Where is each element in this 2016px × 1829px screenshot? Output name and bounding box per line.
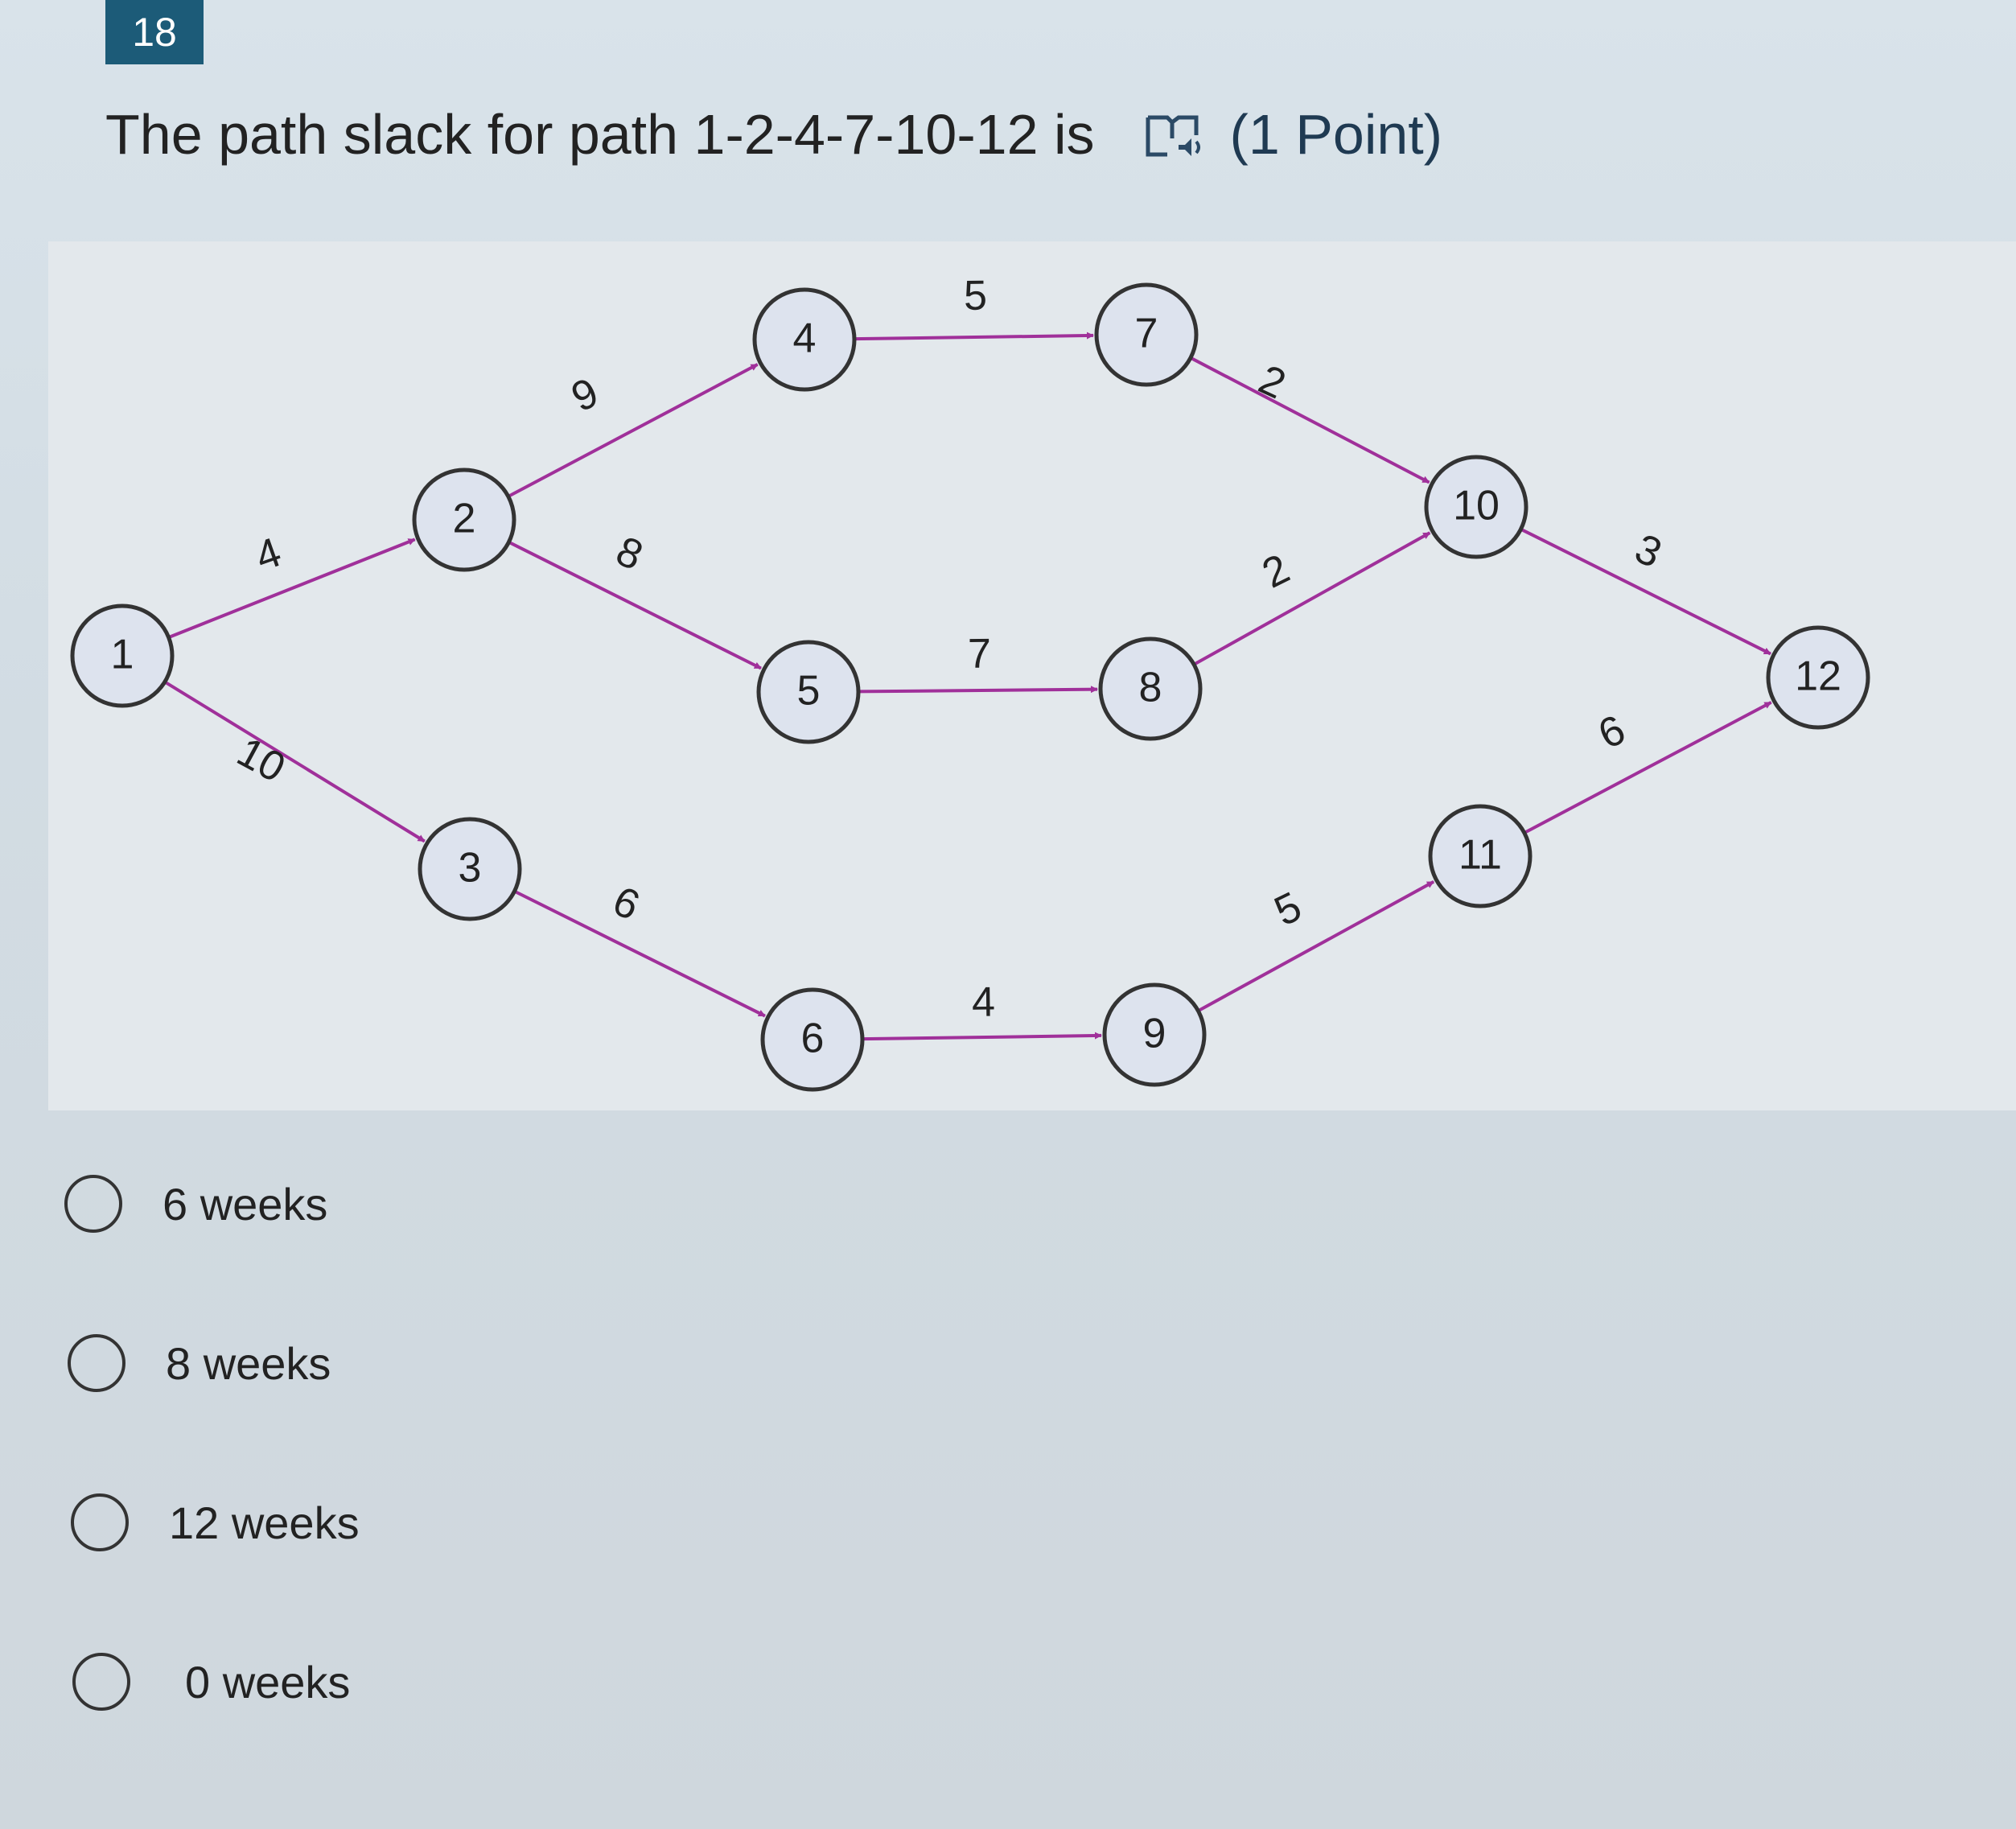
node-12	[1766, 625, 1870, 730]
node-label: 4	[793, 315, 817, 362]
question-title: The path slack for path 1-2-4-7-10-12 is…	[105, 90, 1442, 179]
question-text: The path slack for path 1-2-4-7-10-12 is	[105, 103, 1095, 166]
option-label: 12 weeks	[169, 1497, 360, 1548]
option-label: 6 weeks	[163, 1178, 328, 1230]
option-0[interactable]: 6 weeks	[64, 1175, 327, 1233]
node-label: 6	[801, 1015, 825, 1062]
option-1[interactable]: 8 weeks	[68, 1334, 331, 1392]
edge-weight-label: 10	[229, 728, 292, 792]
node-5	[756, 640, 861, 744]
node-label: 2	[453, 496, 476, 542]
radio-button[interactable]	[72, 1653, 130, 1711]
edge-weight-label: 4	[972, 979, 996, 1026]
edge-9-11	[1197, 879, 1435, 1012]
immersive-reader-icon[interactable]	[1143, 109, 1206, 159]
edge-10-12	[1520, 527, 1771, 656]
node-label: 5	[797, 668, 821, 715]
node-10	[1424, 455, 1528, 559]
node-2	[412, 468, 516, 572]
node-8	[1098, 636, 1203, 741]
option-2[interactable]: 12 weeks	[71, 1493, 360, 1551]
option-label: 0 weeks	[185, 1656, 351, 1707]
node-label: 7	[1135, 311, 1158, 357]
node-4	[752, 287, 857, 392]
radio-button[interactable]	[71, 1493, 129, 1551]
edge-11-12	[1523, 701, 1772, 834]
node-6	[760, 987, 865, 1092]
radio-button[interactable]	[68, 1334, 125, 1392]
edge-1-2	[167, 538, 416, 639]
edge-weight-label: 2	[1255, 546, 1297, 598]
edge-weight-label: 9	[565, 369, 606, 422]
edge-weight-label: 7	[968, 631, 991, 678]
node-label: 1	[111, 632, 134, 678]
edge-weight-label: 4	[249, 529, 287, 580]
edge-weight-label: 2	[1252, 356, 1293, 409]
edge-6-9	[862, 1032, 1102, 1041]
edge-2-5	[508, 540, 762, 670]
edge-8-10	[1193, 531, 1431, 666]
option-label: 8 weeks	[166, 1337, 331, 1389]
node-label: 12	[1795, 653, 1841, 700]
radio-button[interactable]	[64, 1175, 122, 1233]
edge-5-8	[858, 686, 1098, 694]
node-3	[418, 817, 522, 921]
node-label: 10	[1453, 483, 1500, 529]
edge-weight-label: 8	[609, 528, 649, 580]
node-7	[1094, 282, 1199, 387]
edge-weight-label: 3	[1628, 525, 1668, 578]
edge-weight-label: 6	[1591, 706, 1632, 759]
edge-1-3	[163, 680, 426, 843]
option-3[interactable]: 0 weeks	[72, 1653, 350, 1711]
edge-7-10	[1190, 356, 1430, 484]
node-9	[1102, 982, 1207, 1087]
question-points: (1 Point)	[1229, 103, 1443, 166]
edge-weight-label: 6	[606, 878, 646, 930]
node-1	[70, 603, 175, 708]
edge-weight-label: 5	[964, 273, 988, 319]
edge-3-6	[513, 889, 766, 1018]
node-11	[1428, 804, 1533, 908]
edge-4-7	[854, 332, 1094, 341]
node-label: 9	[1143, 1011, 1166, 1057]
node-label: 11	[1459, 832, 1502, 879]
node-label: 3	[459, 845, 482, 892]
edge-weight-label: 5	[1267, 884, 1308, 936]
node-label: 8	[1139, 665, 1162, 711]
edge-2-4	[507, 363, 759, 498]
question-number-badge: 18	[105, 0, 204, 64]
